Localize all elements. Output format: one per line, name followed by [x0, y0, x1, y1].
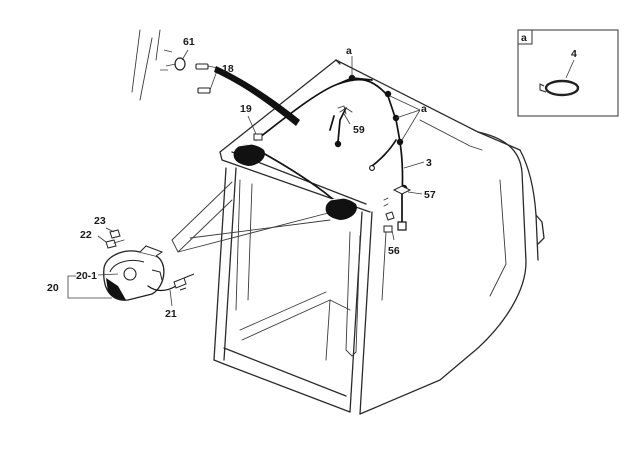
callout-20-1: 20-1 [76, 270, 97, 282]
callout-23: 23 [94, 215, 106, 227]
small-parts-19-59 [253, 105, 347, 141]
callout-18: 18 [222, 63, 234, 75]
callout-3: 3 [426, 157, 432, 169]
callout-20: 20 [47, 282, 59, 294]
fasteners-61-18 [160, 49, 219, 94]
cab-frame [171, 59, 545, 415]
fasteners-57-56 [383, 185, 423, 241]
callout-61: 61 [183, 36, 195, 48]
callout-57: 57 [424, 189, 436, 201]
roof-work-lights [233, 143, 357, 220]
black-strip [214, 66, 300, 126]
callout-a-right: a [421, 103, 427, 115]
callout-19: 19 [240, 103, 252, 115]
callout-56: 56 [388, 245, 400, 257]
work-lamp-assembly [67, 227, 195, 307]
callout-labels: 61 18 19 59 a a 3 57 56 23 22 20-1 20 21 [47, 36, 436, 320]
detail-inset-tag: a [521, 32, 527, 44]
callout-4: 4 [571, 48, 577, 60]
callout-59: 59 [353, 124, 365, 136]
hose-clamp-icon [539, 79, 580, 97]
detail-inset: a 4 [517, 29, 619, 117]
callout-a-top: a [346, 45, 352, 57]
support-rods [131, 29, 161, 101]
callout-21: 21 [165, 308, 177, 320]
callout-22: 22 [80, 229, 92, 241]
harness-leaders [247, 56, 425, 169]
